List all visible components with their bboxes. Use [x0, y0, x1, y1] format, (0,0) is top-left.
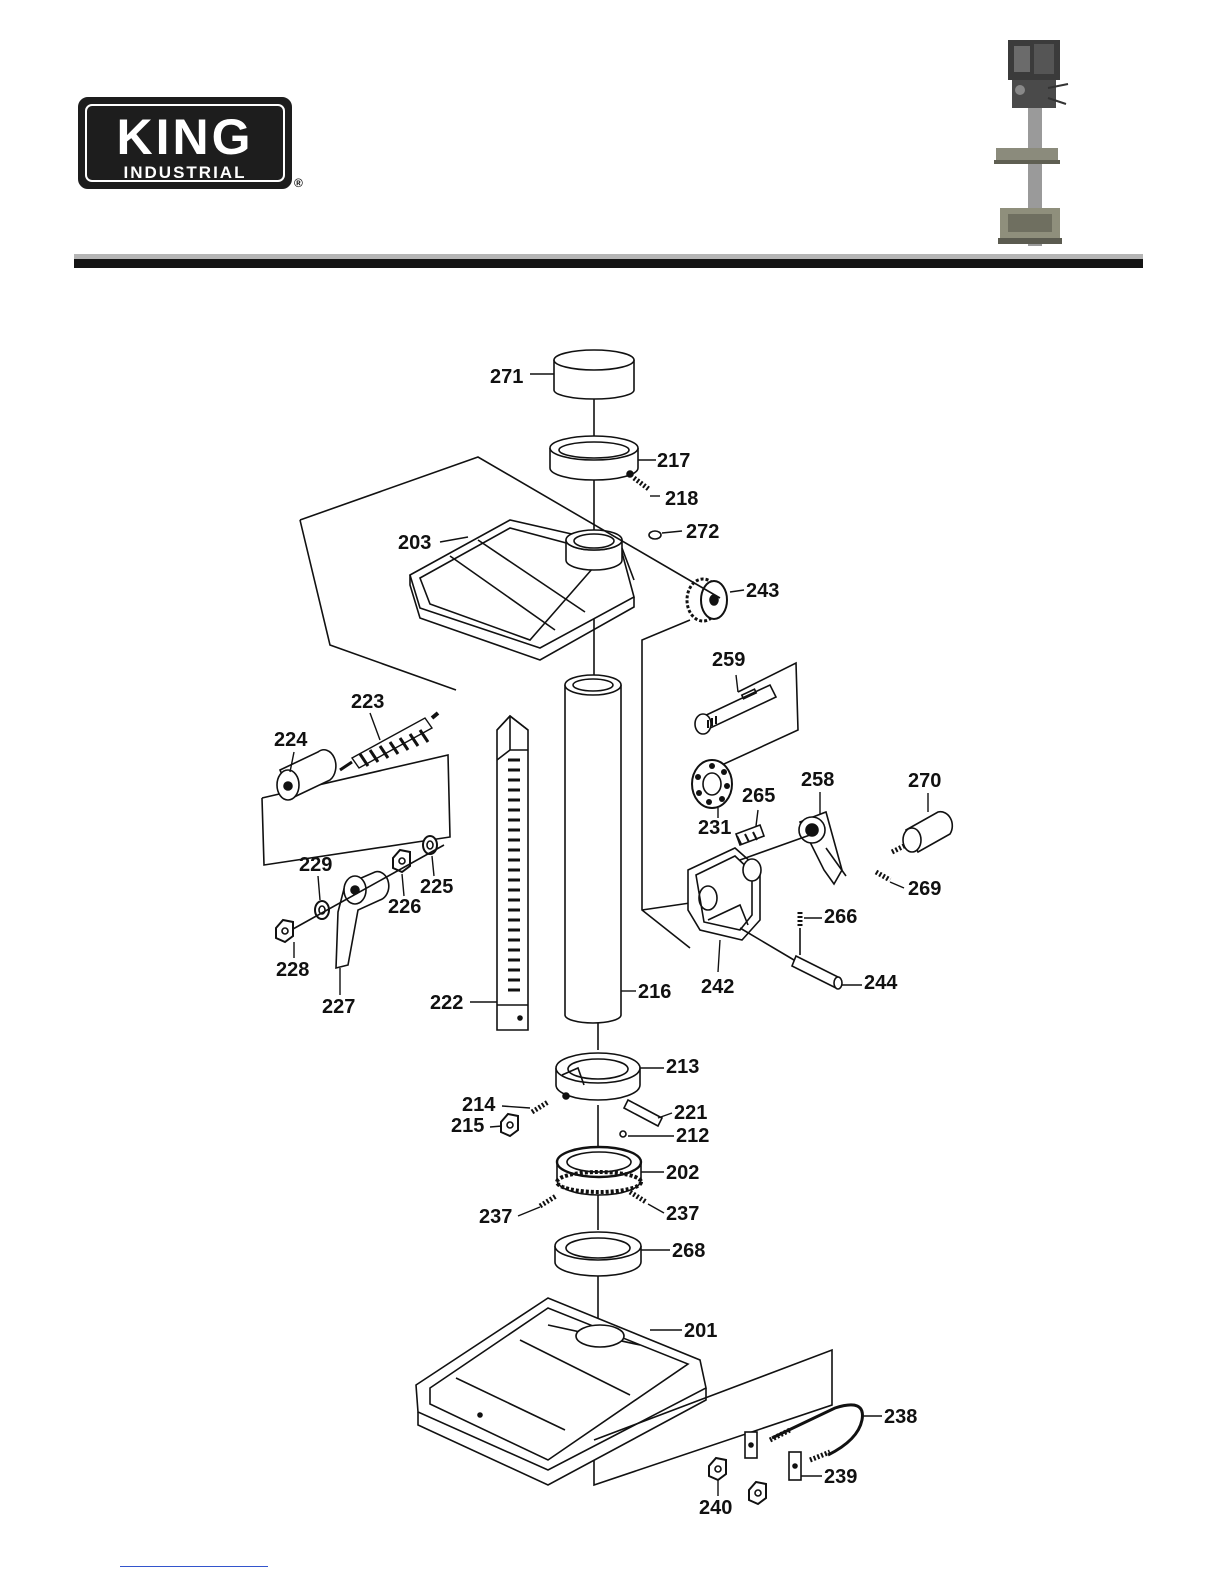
- part-215-nut: [501, 1114, 518, 1136]
- label-225: 225: [420, 876, 453, 898]
- part-270-knob: [892, 812, 952, 852]
- label-227: 227: [322, 996, 355, 1018]
- part-237-screw-right: [630, 1192, 646, 1202]
- label-265: 265: [742, 785, 775, 807]
- part-272-rivet: [649, 531, 661, 539]
- label-244: 244: [864, 972, 898, 994]
- label-237-left: 237: [479, 1206, 512, 1228]
- part-244-pin: [740, 928, 842, 989]
- label-242: 242: [701, 976, 734, 998]
- label-229: 229: [299, 854, 332, 876]
- label-203: 203: [398, 532, 431, 554]
- part-202-ring-gear: [557, 1147, 641, 1195]
- part-217-collar: [550, 436, 638, 480]
- part-227-handle: [336, 872, 389, 968]
- label-217: 217: [657, 450, 690, 472]
- part-221-pin: [624, 1100, 662, 1126]
- part-271-cap: [554, 350, 634, 399]
- label-226: 226: [388, 896, 421, 918]
- label-259: 259: [712, 649, 745, 671]
- part-243-gear: [687, 579, 727, 621]
- group-bracket: [642, 903, 690, 910]
- label-216: 216: [638, 981, 671, 1003]
- label-243: 243: [746, 580, 779, 602]
- part-259-shaft: [695, 685, 776, 734]
- label-228: 228: [276, 959, 309, 981]
- label-240: 240: [699, 1497, 732, 1519]
- part-237-screw-left: [540, 1196, 556, 1206]
- part-225-washer: [423, 836, 437, 854]
- part-201-base: [416, 1298, 706, 1485]
- label-268: 268: [672, 1240, 705, 1262]
- part-269-screw: [876, 872, 890, 880]
- label-231: 231: [698, 817, 731, 839]
- footer-link-line: [120, 1566, 268, 1567]
- label-221: 221: [674, 1102, 707, 1124]
- part-228-nut: [276, 920, 293, 942]
- part-214-screw: [532, 1102, 548, 1112]
- label-272: 272: [686, 521, 719, 543]
- label-270: 270: [908, 770, 941, 792]
- label-223: 223: [351, 691, 384, 713]
- label-266: 266: [824, 906, 857, 928]
- group-bracket: [642, 620, 690, 948]
- part-212-ball: [620, 1131, 626, 1137]
- label-237-right: 237: [666, 1203, 699, 1225]
- part-238-jbolt: [770, 1405, 862, 1460]
- label-258: 258: [801, 769, 834, 791]
- label-222: 222: [430, 992, 463, 1014]
- part-216-column: [565, 675, 621, 1023]
- label-269: 269: [908, 878, 941, 900]
- part-242-housing: [688, 835, 810, 940]
- label-201: 201: [684, 1320, 717, 1342]
- label-224: 224: [274, 729, 308, 751]
- label-202: 202: [666, 1162, 699, 1184]
- part-231-bearing: [692, 760, 732, 808]
- label-215: 215: [451, 1115, 484, 1137]
- label-271: 271: [490, 366, 523, 388]
- part-224-grip: [277, 750, 336, 800]
- label-212: 212: [676, 1125, 709, 1147]
- part-213-ring: [556, 1053, 640, 1100]
- part-265-bolt: [736, 825, 764, 845]
- part-268-collar: [555, 1232, 641, 1276]
- label-214: 214: [462, 1094, 496, 1116]
- part-258-lever: [799, 812, 846, 884]
- part-239-plate: [745, 1432, 801, 1480]
- label-239: 239: [824, 1466, 857, 1488]
- part-222-rack: [497, 716, 528, 1030]
- label-213: 213: [666, 1056, 699, 1078]
- part-218-setscrew: [634, 478, 650, 490]
- label-218: 218: [665, 488, 698, 510]
- label-238: 238: [884, 1406, 917, 1428]
